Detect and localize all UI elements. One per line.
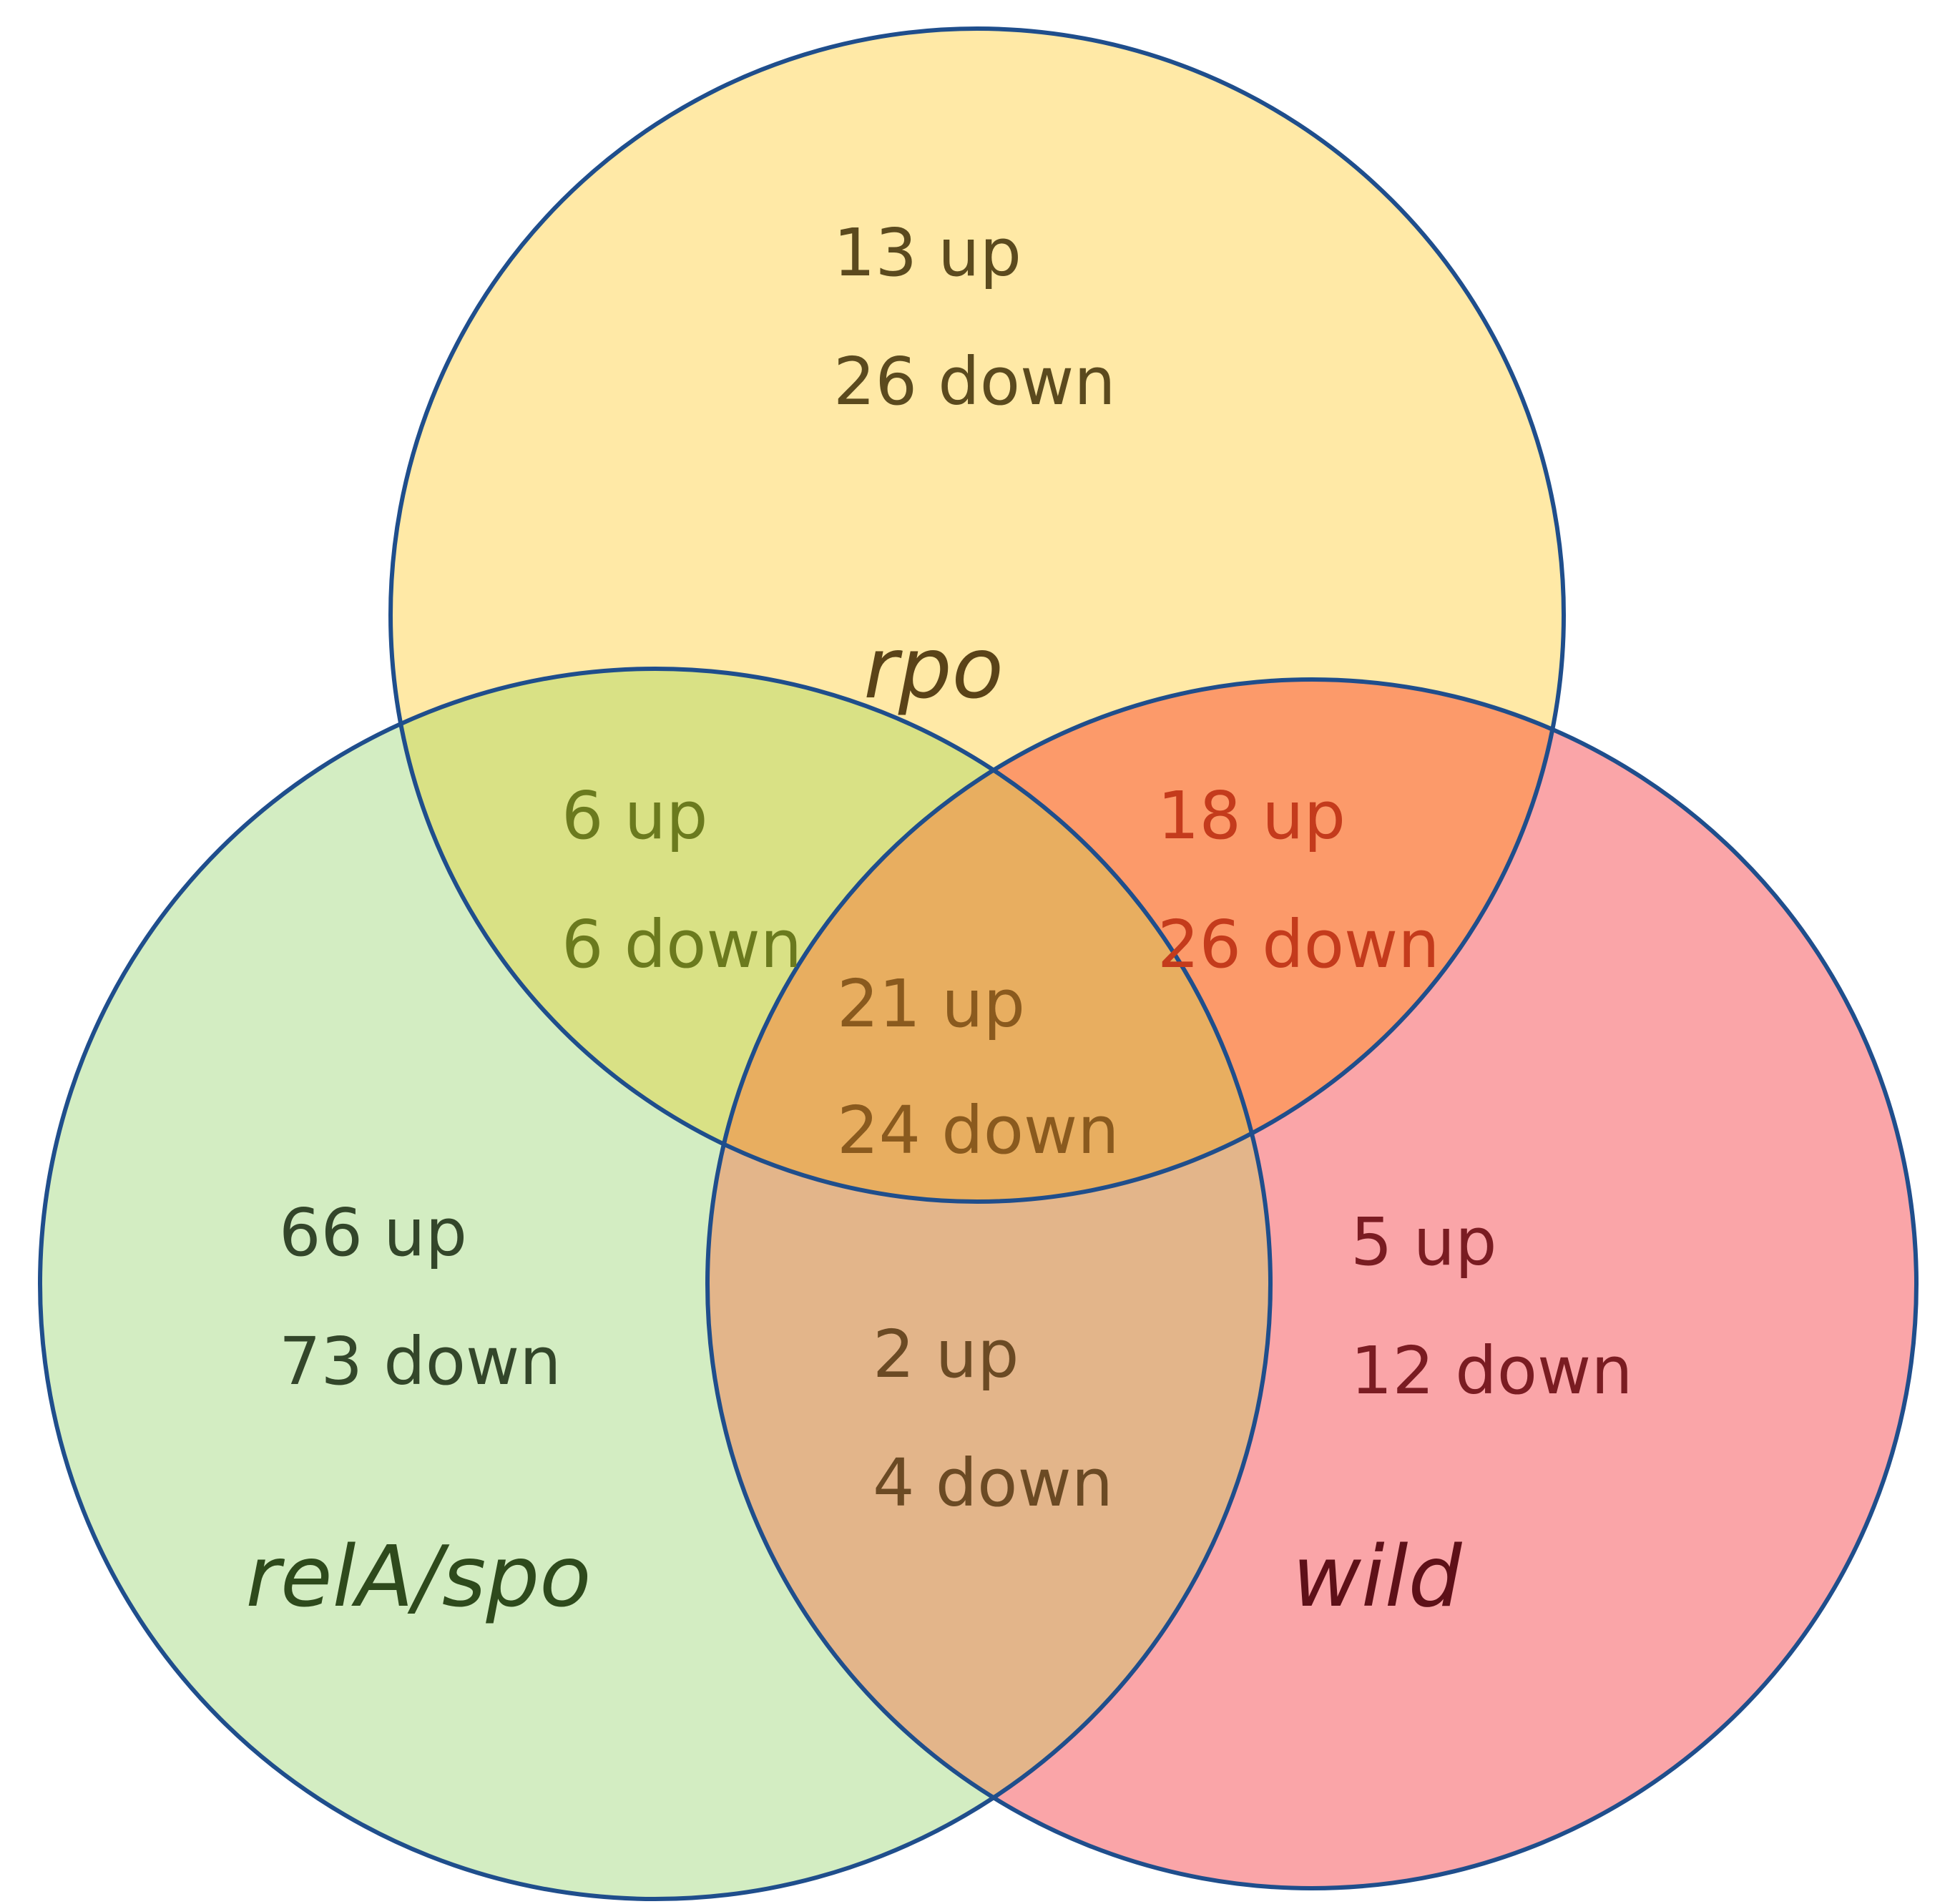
rpo-only-down: 26 down — [833, 343, 1116, 420]
rpo-rela-up: 6 up — [562, 777, 707, 854]
rpo-wild-up: 18 up — [1157, 777, 1346, 854]
set-label-rela: relA/spo — [246, 1527, 592, 1626]
all-up: 21 up — [837, 966, 1025, 1042]
rela-only-down: 73 down — [279, 1323, 562, 1400]
rpo-only-up: 13 up — [833, 215, 1021, 291]
rpo-rela-down: 6 down — [562, 906, 802, 983]
rpo-wild-down: 26 down — [1157, 906, 1440, 983]
rela-wild-up: 2 up — [873, 1316, 1019, 1393]
all-down: 24 down — [837, 1092, 1119, 1169]
set-label-wild: wild — [1293, 1527, 1463, 1626]
wild-only-down: 12 down — [1351, 1333, 1633, 1409]
rela-only-up: 66 up — [279, 1194, 467, 1271]
set-label-rpo: rpo — [863, 619, 1004, 717]
set-rpo-outline — [388, 26, 1566, 1204]
set-wild-outline — [705, 677, 1919, 1890]
rela-wild-down: 4 down — [873, 1445, 1113, 1521]
wild-only-up: 5 up — [1351, 1204, 1496, 1280]
intersection-all-fill — [707, 679, 1270, 1202]
set-rela-outline — [38, 667, 1273, 1901]
